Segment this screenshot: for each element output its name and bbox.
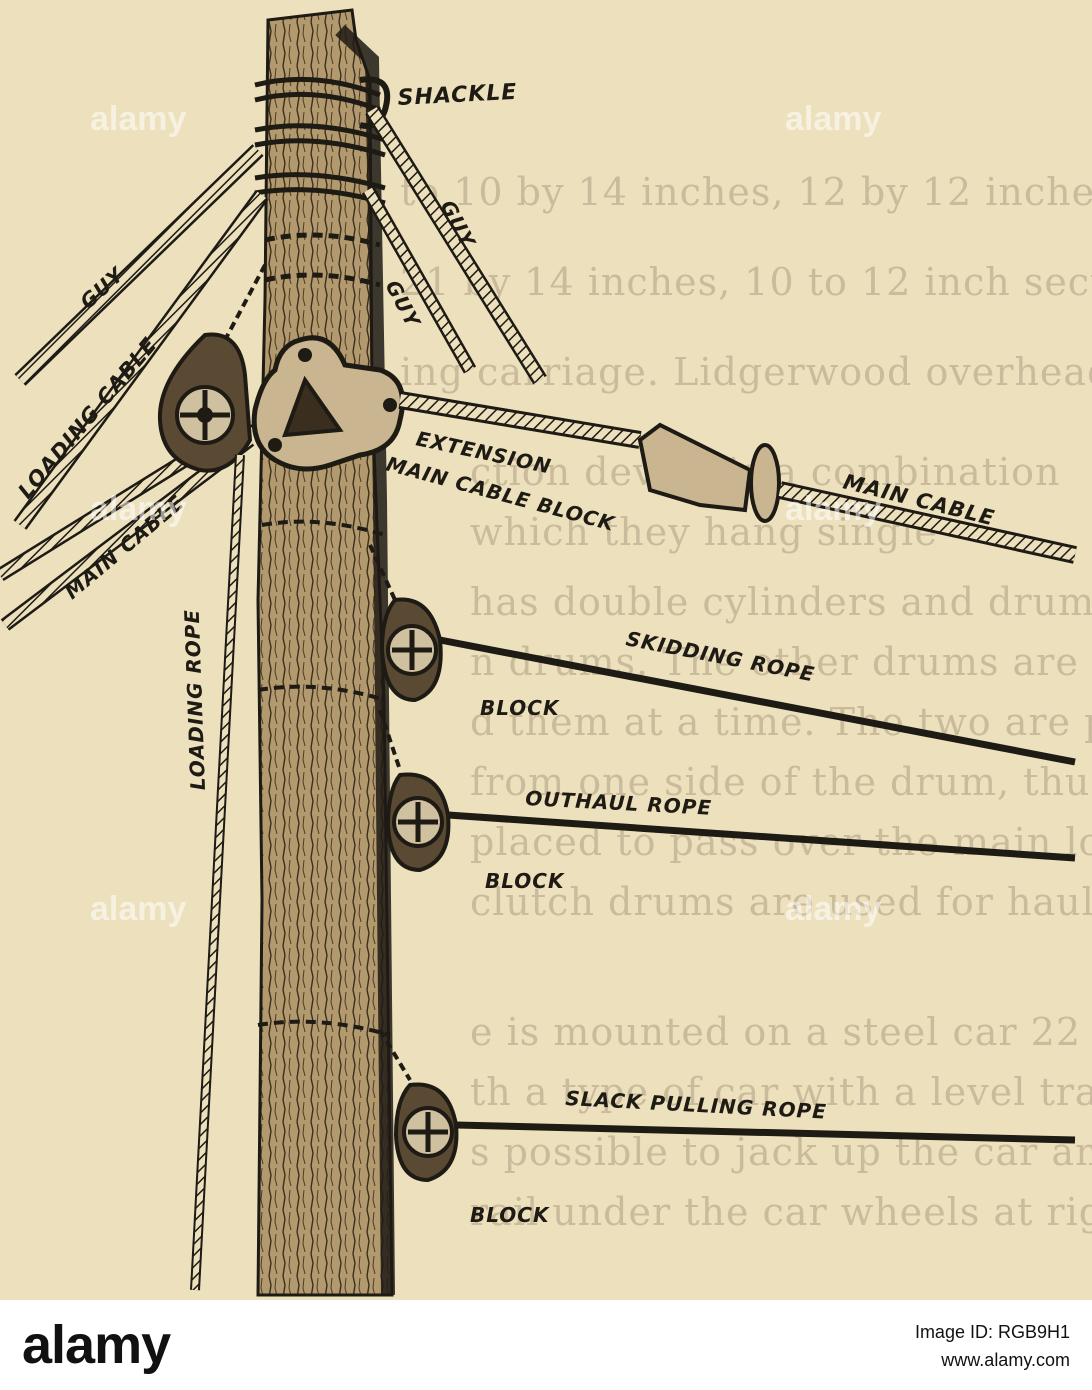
label-block-3: BLOCK	[470, 1203, 550, 1227]
rigging-drawing: SHACKLE GUY LOADING CABLE MAIN CABLE GUY…	[0, 0, 1092, 1300]
watermark: alamy	[785, 490, 881, 529]
site-url[interactable]: www.alamy.com	[941, 1350, 1070, 1371]
diagram-figure: to 10 by 14 inches, 12 by 12 inches, 14 …	[0, 0, 1092, 1300]
watermark: alamy	[90, 890, 186, 929]
outhaul-rope	[448, 815, 1075, 858]
footer-bar: alamy Image ID: RGB9H1 www.alamy.com	[0, 1300, 1092, 1390]
label-block-1: BLOCK	[480, 696, 560, 720]
main-cable-assembly	[400, 400, 1075, 555]
label-block-2: BLOCK	[485, 869, 565, 893]
label-loading-rope: LOADING ROPE	[180, 609, 210, 791]
slack-pulling-block	[396, 1085, 456, 1181]
image-id: Image ID: RGB9H1	[915, 1322, 1070, 1343]
label-slack-pulling-rope: SLACK PULLING ROPE	[565, 1086, 828, 1124]
watermark: alamy	[785, 890, 881, 929]
right-guy-cables	[368, 110, 540, 380]
watermark: alamy	[90, 490, 186, 529]
label-shackle: SHACKLE	[397, 80, 518, 111]
watermark: alamy	[785, 100, 881, 139]
loading-rope	[195, 455, 240, 1290]
label-outhaul-rope: OUTHAUL ROPE	[525, 786, 713, 820]
alamy-logo[interactable]: alamy	[22, 1314, 170, 1376]
skidding-block	[382, 600, 441, 701]
loading-block	[160, 335, 250, 471]
outhaul-block	[388, 775, 448, 871]
watermark: alamy	[90, 100, 186, 139]
slack-pulling-rope	[456, 1125, 1075, 1140]
